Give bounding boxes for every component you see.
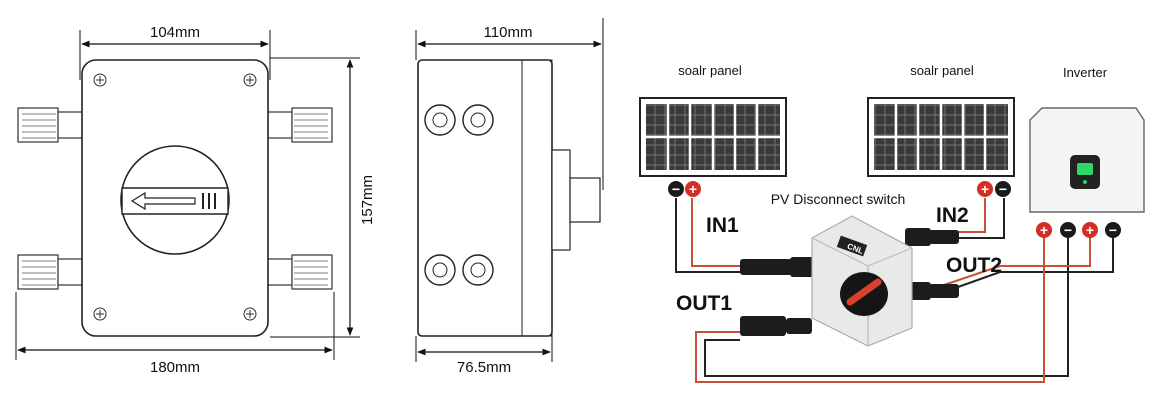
dim-side-depth: 110mm [484,24,533,41]
svg-text:+: + [689,181,697,197]
label-in2: IN2 [936,204,969,227]
dim-front-width: 104mm [150,24,200,41]
inverter-icon [1029,107,1145,213]
polarity-markers: − + + − + − + − [668,181,1121,238]
plus-icon: + [977,181,993,197]
connector-left-top [17,107,85,143]
screw-icon [93,73,257,321]
solar-panel-right [867,97,1015,177]
connector-right-bottom [265,254,333,290]
label-out2: OUT2 [946,254,1002,277]
wiring-diagram: soalr panel soalr panel Inverter [639,63,1145,383]
svg-text:−: − [1064,222,1072,238]
connector-right-top [265,107,333,143]
side-enclosure [417,59,553,337]
label-out1: OUT1 [676,292,732,315]
switch-knob-accent [846,278,882,306]
dim-side-body: 76.5mm [457,359,511,376]
plus-icon: + [1082,222,1098,238]
panel-right-label: soalr panel [910,63,974,78]
rotary-knob-icon [120,145,230,255]
svg-text:+: + [981,181,989,197]
svg-text:−: − [672,181,680,197]
label-in1: IN1 [706,214,739,237]
svg-text:+: + [1040,222,1048,238]
pv-disconnect-switch-icon: CNL [811,215,913,347]
minus-icon: − [1105,222,1121,238]
black-wires [675,198,1114,377]
side-knob-base [551,149,571,251]
side-knob [569,177,601,223]
inverter-label: Inverter [1063,65,1108,80]
solar-panel-left [639,97,787,177]
panel-left-label: soalr panel [678,63,742,78]
minus-icon: − [668,181,684,197]
connector-left-bottom [17,254,85,290]
plus-icon: + [685,181,701,197]
front-view: 104mm [15,24,376,376]
mc4-connector [740,228,959,336]
red-wires [691,198,1091,383]
minus-icon: − [1060,222,1076,238]
inverter-screen [1077,163,1093,175]
side-view: 110mm 76.5mm [415,18,604,376]
dim-overall-width: 180mm [150,359,200,376]
svg-text:−: − [1109,222,1117,238]
dim-front-height: 157mm [359,175,376,225]
plus-icon: + [1036,222,1052,238]
minus-icon: − [995,181,1011,197]
svg-text:−: − [999,181,1007,197]
gland-icon [424,104,494,286]
svg-text:+: + [1086,222,1094,238]
switch-label: PV Disconnect switch [771,191,906,207]
